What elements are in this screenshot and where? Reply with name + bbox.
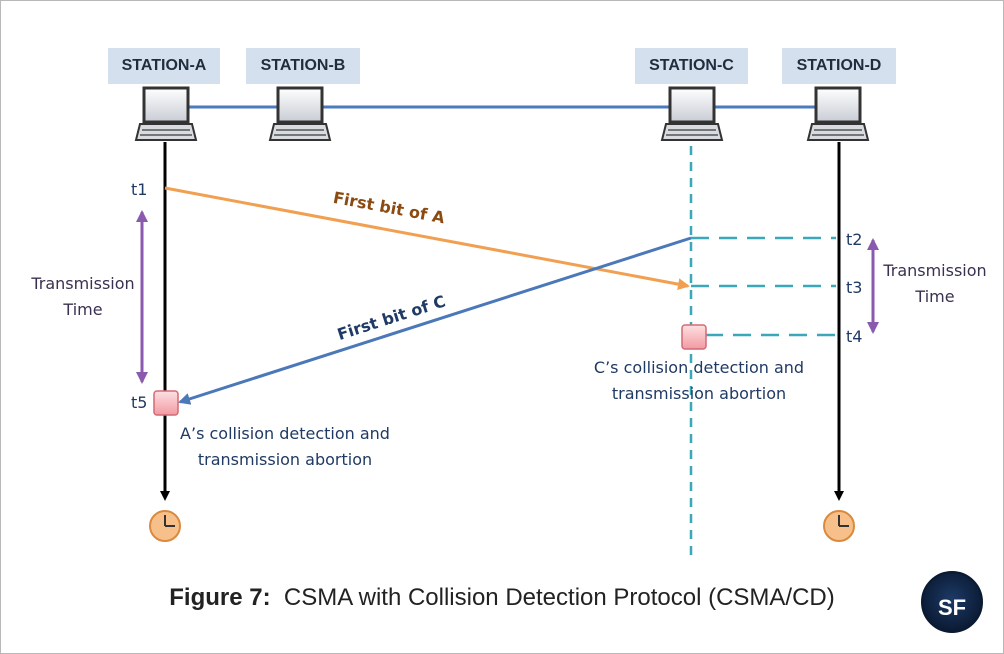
collision-c-caption: C’s collision detection and transmission…: [570, 355, 828, 407]
station-b-computer-icon: [268, 86, 332, 141]
station-d-label: STATION-D: [782, 48, 896, 84]
figure-caption-text: CSMA with Collision Detection Protocol (…: [283, 584, 835, 611]
figure-caption: Figure 7: CSMA with Collision Detection …: [0, 584, 1004, 612]
figure-caption-prefix: Figure 7:: [169, 584, 271, 611]
station-c-computer-icon: [660, 86, 724, 141]
time-label-t3: t3: [846, 278, 863, 297]
transmission-time-left-line2: Time: [63, 300, 103, 319]
first-bit-c-arrow: [178, 236, 692, 405]
station-c-label: STATION-C: [635, 48, 748, 84]
time-label-t5: t5: [131, 393, 148, 412]
first-bit-c-label: First bit of C: [335, 292, 448, 344]
collision-c-line1: C’s collision detection and: [593, 358, 805, 377]
sf-logo-text: SF: [937, 595, 967, 620]
collision-c-line2: transmission abortion: [611, 384, 787, 403]
transmission-time-label-right: Transmission Time: [872, 258, 998, 310]
transmission-time-right-line2: Time: [915, 287, 955, 306]
time-label-t1: t1: [131, 180, 148, 199]
collision-box-c: [681, 324, 707, 350]
collision-a-caption: A’s collision detection and transmission…: [154, 421, 416, 473]
transmission-time-left-line1: Transmission: [31, 274, 135, 293]
collision-a-line1: A’s collision detection and: [180, 424, 390, 443]
collision-box-a: [153, 390, 179, 416]
first-bit-a-arrow: [164, 186, 690, 291]
station-a-computer-icon: [134, 86, 198, 141]
transmission-time-right-line1: Transmission: [883, 261, 987, 280]
clock-icon-d: [823, 510, 855, 542]
transmission-time-label-left: Transmission Time: [20, 271, 146, 323]
station-a-label: STATION-A: [108, 48, 220, 84]
sf-logo: SF: [921, 571, 983, 633]
station-d-computer-icon: [806, 86, 870, 141]
station-b-label: STATION-B: [246, 48, 360, 84]
time-label-t2: t2: [846, 230, 863, 249]
time-label-t4: t4: [846, 327, 863, 346]
collision-a-line2: transmission abortion: [197, 450, 373, 469]
clock-icon-a: [149, 510, 181, 542]
